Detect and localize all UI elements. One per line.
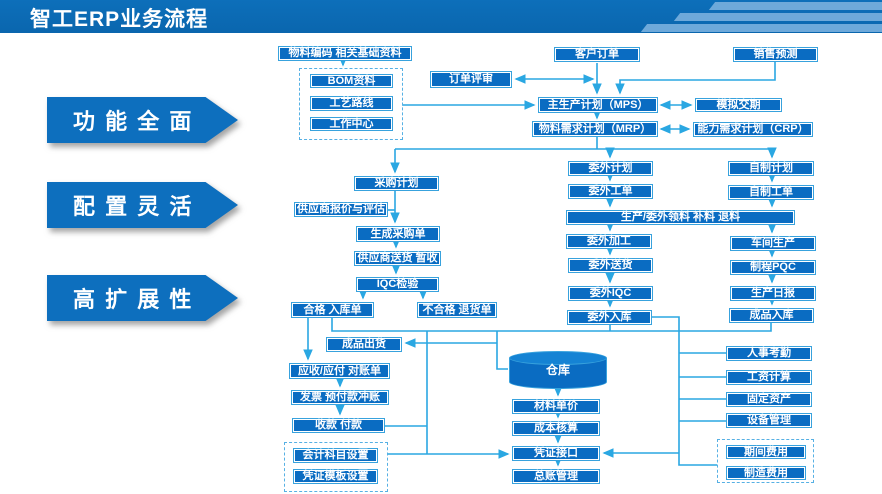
node-fixed-assets: 固定资产 xyxy=(726,392,812,407)
header-stripe xyxy=(640,24,882,32)
node-sales-forecast: 销售预测 xyxy=(733,47,818,62)
node-warehouse: 仓库 xyxy=(545,363,570,377)
node-material-price: 材料单价 xyxy=(512,399,600,414)
node-account-setting: 会计科目设置 xyxy=(293,448,378,463)
ribbon-high-scalability: 高 扩 展 性 xyxy=(47,275,238,321)
node-outsource-in: 委外入库 xyxy=(567,310,652,325)
node-finished-in: 成品入库 xyxy=(729,308,814,323)
node-self-order: 自制工单 xyxy=(728,185,814,200)
ribbon-feature-complete: 功 能 全 面 xyxy=(47,97,238,143)
node-self-plan: 自制计划 xyxy=(728,161,814,176)
node-bom: BOM资料 xyxy=(310,74,393,88)
node-hr-attendance: 人事考勤 xyxy=(726,346,812,361)
node-costing: 成本核算 xyxy=(512,421,600,436)
node-equipment: 设备管理 xyxy=(726,413,812,428)
node-manufacturing-expense: 制造费用 xyxy=(726,466,806,480)
node-outsource-plan: 委外计划 xyxy=(568,161,653,176)
node-period-expense: 期间费用 xyxy=(726,445,806,459)
node-outsource-delivery: 委外送货 xyxy=(568,258,653,273)
node-voucher-template: 凭证模板设置 xyxy=(293,469,378,484)
node-qualified-receipt: 合格 入库单 xyxy=(291,302,374,318)
node-workshop: 车间生产 xyxy=(730,236,816,251)
node-customer-order: 客户订单 xyxy=(554,47,640,62)
ribbon-flexible-config: 配 置 灵 活 xyxy=(47,182,238,228)
page-title: 智工ERP业务流程 xyxy=(30,8,209,31)
node-outsource-order: 委外工单 xyxy=(568,184,653,199)
node-ar-ap: 应收/应付 对账单 xyxy=(289,363,390,379)
node-invoice: 发票 预付款冲账 xyxy=(291,390,389,405)
node-mrp: 物料需求计划（MRP） xyxy=(532,121,658,137)
header-stripe xyxy=(708,2,882,10)
node-supplier-quote: 供应商报价与评估 xyxy=(294,202,388,217)
node-shipment: 成品出货 xyxy=(326,337,402,352)
node-mps: 主生产计划（MPS） xyxy=(538,97,658,113)
node-basic-data: 物料编码 相关基础资料 xyxy=(278,46,412,61)
node-routing: 工艺路线 xyxy=(310,96,393,111)
node-iqc: IQC检验 xyxy=(356,277,439,292)
node-order-review: 订单评审 xyxy=(430,71,512,88)
node-daily-report: 生产日报 xyxy=(730,286,816,301)
node-delivery-simulation: 模拟交期 xyxy=(695,98,782,112)
node-work-center: 工作中心 xyxy=(310,117,393,131)
node-purchase-plan: 采购计划 xyxy=(354,176,439,191)
node-outsource-process: 委外加工 xyxy=(566,234,652,249)
node-outsource-iqc: 委外IQC xyxy=(568,286,653,301)
node-create-po: 生成采购单 xyxy=(356,226,440,242)
basic-data-group xyxy=(299,68,403,140)
node-supplier-delivery: 供应商送货 暂收 xyxy=(354,251,441,266)
node-material-issue: 生产/委外领料 补料 退料 xyxy=(566,210,795,225)
node-salary: 工资计算 xyxy=(726,370,812,385)
accounting-setting-group xyxy=(284,442,388,492)
header-stripe xyxy=(673,13,882,21)
node-pqc: 制程PQC xyxy=(730,260,816,275)
expense-group xyxy=(717,439,814,483)
warehouse-cylinder: 仓库 xyxy=(509,351,607,389)
node-unqualified-return: 不合格 退货单 xyxy=(417,302,497,318)
header-bar: 智工ERP业务流程 xyxy=(0,0,882,33)
node-voucher-interface: 凭证接口 xyxy=(512,446,600,461)
node-crp: 能力需求计划（CRP） xyxy=(693,122,813,137)
node-ledger: 总账管理 xyxy=(512,469,600,484)
node-payment: 收款 付款 xyxy=(292,418,385,433)
